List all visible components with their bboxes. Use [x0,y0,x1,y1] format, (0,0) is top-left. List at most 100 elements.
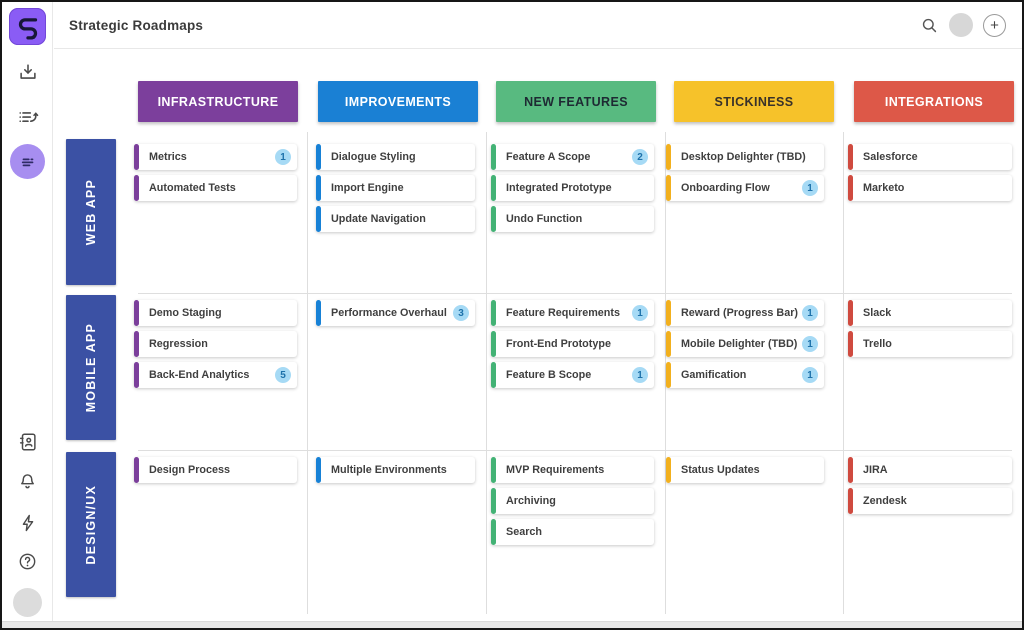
card-accent-bar [491,331,496,357]
card-title: Metrics [149,151,187,163]
card-accent-bar [491,488,496,514]
column-header-infrastructure[interactable]: INFRASTRUCTURE [138,81,298,122]
card[interactable]: Metrics 1 [134,144,297,170]
card[interactable]: Trello [848,331,1012,357]
card[interactable]: Slack [848,300,1012,326]
card[interactable]: Dialogue Styling [316,144,475,170]
roadmap-view-icon[interactable] [2,144,53,179]
card[interactable]: Gamification 1 [666,362,824,388]
card-accent-bar [666,175,671,201]
card-title: Feature A Scope [506,151,591,163]
column-header-improvements[interactable]: IMPROVEMENTS [318,81,478,122]
column-header-integrations[interactable]: INTEGRATIONS [854,81,1014,122]
card-accent-bar [134,144,139,170]
card[interactable]: Archiving [491,488,654,514]
count-badge: 1 [802,180,818,196]
card[interactable]: Demo Staging [134,300,297,326]
count-badge: 1 [802,367,818,383]
count-badge: 1 [275,149,291,165]
board-cell: Status Updates [666,457,824,488]
card-accent-bar [666,144,671,170]
column-divider [486,132,487,614]
column-header-stickiness[interactable]: STICKINESS [674,81,834,122]
card-accent-bar [134,362,139,388]
card-title: Regression [149,338,208,350]
card-accent-bar [666,331,671,357]
row-label-text: MOBILE APP [84,322,98,413]
card[interactable]: Desktop Delighter (TBD) [666,144,824,170]
row-label-text: DESIGN/UX [84,484,98,565]
card-title: Mobile Delighter (TBD) [681,338,798,350]
card[interactable]: Regression [134,331,297,357]
card[interactable]: Integrated Prototype [491,175,654,201]
row-label-web-app[interactable]: WEB APP [66,139,116,285]
row-label-design-ux[interactable]: DESIGN/UX [66,452,116,597]
add-button[interactable]: + [983,13,1006,37]
export-icon[interactable] [2,62,53,84]
card-accent-bar [848,488,853,514]
row-label-mobile-app[interactable]: MOBILE APP [66,295,116,440]
notifications-bell-icon[interactable] [2,471,53,492]
card[interactable]: Search [491,519,654,545]
card-accent-bar [316,457,321,483]
card-title: Gamification [681,369,747,381]
card[interactable]: Automated Tests [134,175,297,201]
sidebar [2,2,53,628]
board-cell: Multiple Environments [316,457,475,488]
card[interactable]: Multiple Environments [316,457,475,483]
card-title: Onboarding Flow [681,182,770,194]
board-cell: Desktop Delighter (TBD) Onboarding Flow 1 [666,144,824,206]
card-title: Trello [863,338,892,350]
card-title: Marketo [863,182,905,194]
card[interactable]: Onboarding Flow 1 [666,175,824,201]
card-accent-bar [491,519,496,545]
card-title: MVP Requirements [506,464,605,476]
card[interactable]: Import Engine [316,175,475,201]
user-avatar[interactable] [949,13,973,37]
lightning-icon[interactable] [2,512,53,534]
count-badge: 2 [632,149,648,165]
card[interactable]: Marketo [848,175,1012,201]
card-title: Status Updates [681,464,760,476]
card-accent-bar [134,331,139,357]
card-title: Design Process [149,464,231,476]
card[interactable]: MVP Requirements [491,457,654,483]
column-header-new-features[interactable]: NEW FEATURES [496,81,656,122]
bottom-strip [2,621,1022,628]
help-icon[interactable] [2,551,53,572]
card[interactable]: Update Navigation [316,206,475,232]
roadmap-logo-icon[interactable] [9,8,46,45]
card[interactable]: Undo Function [491,206,654,232]
address-book-icon[interactable] [2,431,53,453]
card-accent-bar [848,331,853,357]
card-title: Dialogue Styling [331,151,416,163]
column-divider [843,132,844,614]
card-title: Search [506,526,543,538]
history-list-icon[interactable] [2,107,53,129]
card-title: Import Engine [331,182,404,194]
user-avatar[interactable] [2,588,53,617]
board-cell: Design Process [134,457,297,488]
card-accent-bar [491,300,496,326]
card[interactable]: Front-End Prototype [491,331,654,357]
row-divider [138,293,1012,294]
search-icon[interactable] [920,16,939,35]
card[interactable]: Salesforce [848,144,1012,170]
count-badge: 1 [802,305,818,321]
card[interactable]: Status Updates [666,457,824,483]
card[interactable]: JIRA [848,457,1012,483]
card[interactable]: Reward (Progress Bar)1 [666,300,824,326]
card[interactable]: Zendesk [848,488,1012,514]
card-accent-bar [491,175,496,201]
card-title: Feature Requirements [506,307,620,319]
card[interactable]: Feature A Scope 2 [491,144,654,170]
card[interactable]: Design Process [134,457,297,483]
card[interactable]: Mobile Delighter (TBD)1 [666,331,824,357]
